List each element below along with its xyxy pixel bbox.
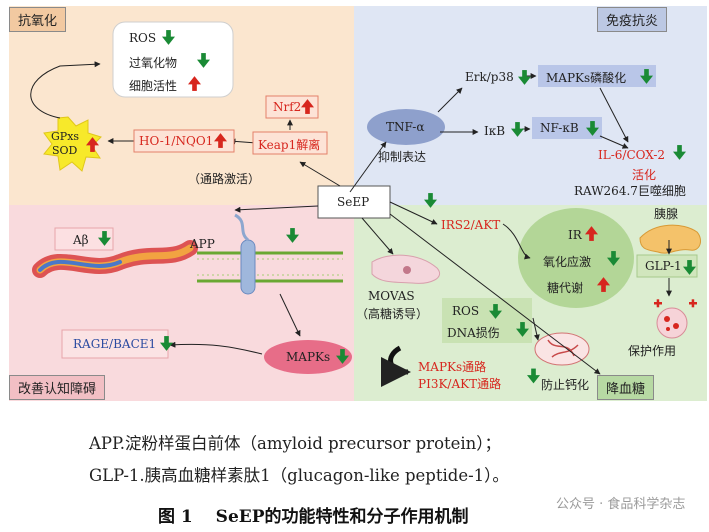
app-protein	[240, 239, 256, 295]
text-raw: RAW264.7巨噬细胞	[574, 184, 686, 198]
text-pathway: （通路激活）	[188, 172, 261, 186]
ho1-box	[133, 129, 235, 153]
figure-title: 图 1 SeEP的功能特性和分子作用机制	[158, 507, 469, 527]
text-protect: 保护作用	[628, 344, 677, 358]
mapks-phos-box	[538, 65, 656, 87]
text-app: APP	[190, 237, 215, 251]
text-cell-activity: 细胞活性	[129, 79, 178, 93]
text-lipid-peroxide: 过氧化物	[129, 56, 178, 70]
diagram: 抗氧化 免疫抗炎 改善认知障碍 降血糖	[9, 6, 707, 401]
text-il6: IL-6/COX-2	[598, 148, 666, 162]
gpx-sod-star	[43, 116, 102, 172]
cycle-arrow	[380, 345, 411, 387]
text-nrf2: Nrf2	[273, 100, 302, 114]
text-movas: MOVAS	[368, 289, 415, 303]
text-ir: IR	[568, 228, 582, 242]
text-mapks: MAPKs	[286, 350, 331, 364]
vessel	[534, 332, 590, 366]
text-ros: ROS	[129, 31, 157, 45]
text-sod: SOD	[52, 144, 78, 157]
quadrant-immune	[354, 6, 707, 205]
text-glucose-metab: 糖代谢	[547, 281, 584, 295]
text-rage: RAGE/BACE1	[73, 337, 157, 351]
ros-list-box	[112, 21, 234, 98]
text-erk: Erk/p38	[465, 70, 514, 84]
text-ikb: IκB	[484, 124, 506, 138]
tnf-ellipse	[367, 109, 445, 145]
abeta-box	[54, 227, 114, 251]
label-cognition: 改善认知障碍	[9, 375, 106, 400]
text-pi3k: PI3K/AKT通路	[418, 377, 502, 391]
label-immune: 免疫抗炎	[597, 7, 668, 32]
nrf2-box	[265, 95, 319, 119]
text-glu-ros: ROS	[452, 304, 480, 318]
islet-cell	[656, 307, 688, 339]
text-gpx: GPxs	[51, 130, 80, 143]
rage-box	[61, 329, 169, 359]
text-high-glucose: （高糖诱导）	[356, 307, 429, 321]
label-glucose: 降血糖	[597, 375, 655, 400]
diagram-shapes	[30, 21, 701, 387]
text-dna: DNA损伤	[447, 326, 500, 340]
watermark: 公众号 · 食品科学杂志	[556, 497, 686, 512]
text-activate: 活化	[632, 168, 657, 182]
text-tnf: TNF-α	[386, 120, 425, 134]
glp1-box	[636, 254, 698, 278]
text-ox-stress: 氧化应激	[543, 255, 592, 269]
pancreas-shape	[639, 224, 701, 254]
text-glp1: GLP-1	[645, 259, 682, 273]
text-calc: 防止钙化	[541, 378, 590, 392]
text-mapks-path: MAPKs通路	[418, 360, 487, 374]
text-inhibit: 抑制表达	[378, 150, 427, 164]
caption-glp1: GLP-1.胰高血糖样素肽1（glucagon-like peptide-1）。	[89, 466, 509, 485]
ros-dna-box	[442, 298, 532, 343]
mapks-ellipse	[264, 340, 352, 374]
text-irs2: IRS2/AKT	[441, 218, 501, 232]
text-nfkb: NF-κB	[540, 121, 579, 135]
keap1-box	[252, 131, 328, 155]
caption-app: APP.淀粉样蛋白前体（amyloid precursor protein）；	[89, 434, 502, 453]
text-pancreas: 胰腺	[654, 207, 679, 221]
text-seep: SeEP	[337, 195, 370, 209]
text-mapks-phos: MAPKs磷酸化	[546, 71, 627, 85]
label-antioxidant: 抗氧化	[9, 7, 67, 32]
text-keap1: Keap1解离	[258, 138, 321, 152]
membrane	[197, 251, 343, 283]
text-abeta: Aβ	[73, 233, 89, 247]
text-ho1: HO-1/NQO1	[139, 134, 214, 148]
nfkb-box	[532, 117, 602, 139]
